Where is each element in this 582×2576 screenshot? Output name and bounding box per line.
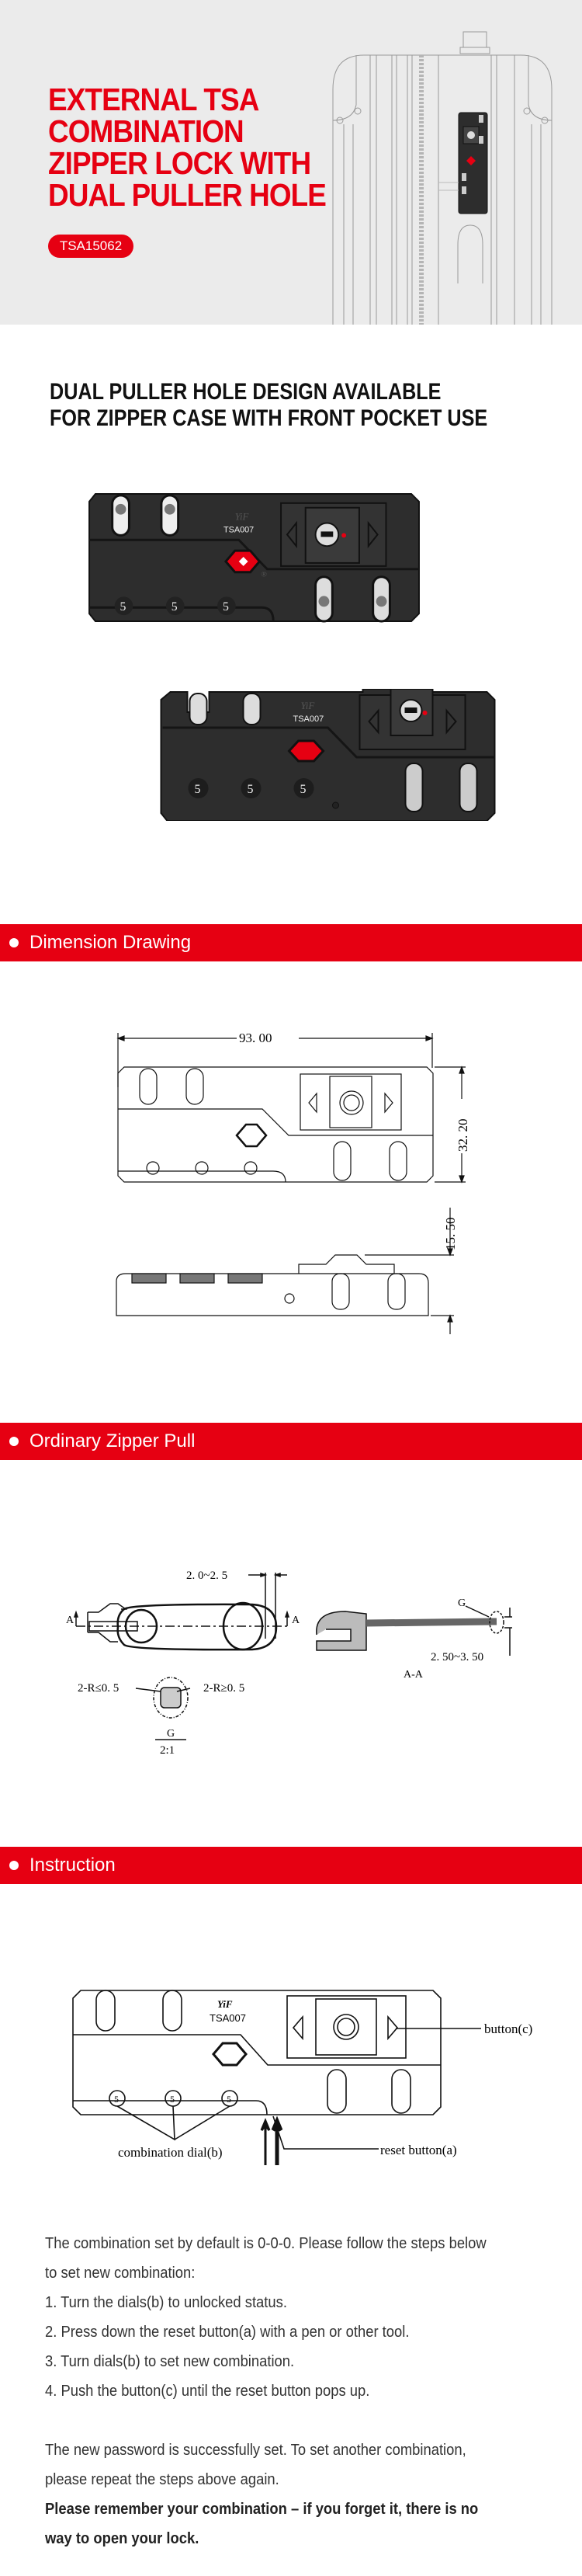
arrow-icon [260, 2118, 271, 2165]
detail-mark: G [458, 1597, 466, 1609]
zipper-pull-drawing: 2. 0~2. 5 A A G 2. 50~3. 50 A-A 2-R≤0. 5… [66, 1570, 512, 1757]
reset-button-label: reset button(a) [380, 2143, 457, 2157]
registered-mark: ® [261, 571, 267, 579]
section-header-zipper: Ordinary Zipper Pull [0, 1423, 582, 1460]
outro-line: The new password is successfully set. To… [45, 2442, 466, 2459]
thickness-label: 2. 50~3. 50 [431, 1651, 483, 1663]
slot-width-label: 2. 0~2. 5 [186, 1570, 227, 1582]
combination-dial-label: combination dial(b) [118, 2145, 223, 2160]
title-line: EXTERNAL TSA [48, 82, 259, 117]
section-title: Ordinary Zipper Pull [29, 1431, 196, 1451]
model-mark: TSA007 [293, 714, 324, 724]
section-title: Dimension Drawing [29, 932, 192, 953]
section-mark-right: A [292, 1615, 300, 1626]
tsa-logo [287, 739, 325, 763]
suitcase-illustration [332, 31, 553, 325]
arrow-icon [271, 2115, 283, 2165]
section-header-dimension: Dimension Drawing [0, 924, 582, 961]
bullet-icon [9, 1437, 19, 1446]
page-title: EXTERNAL TSA COMBINATION ZIPPER LOCK WIT… [48, 82, 327, 213]
dimension-drawing: 93. 00 32. 20 15. 50 [116, 1031, 470, 1334]
puller-slot [372, 575, 391, 623]
combination-dial: 5 [248, 783, 254, 796]
reset-hole [332, 801, 339, 809]
brand-mark: YiF [235, 512, 249, 523]
title-line: COMBINATION [48, 113, 244, 149]
step-item: 3. Turn dials(b) to set new combination. [45, 2353, 295, 2370]
headline-line: FOR ZIPPER CASE WITH FRONT POCKET USE [50, 405, 488, 431]
feature-headline: DUAL PULLER HOLE DESIGN AVAILABLE FOR ZI… [50, 379, 487, 432]
combination-dial: 5 [227, 2094, 231, 2105]
intro-line: The combination set by default is 0-0-0.… [45, 2235, 487, 2252]
product-photo-front: YiF TSA007 ® 5 5 5 [88, 492, 420, 623]
tsa-logo [223, 549, 262, 574]
section-title: Instruction [29, 1855, 116, 1876]
model-mark: TSA007 [223, 525, 254, 534]
section-mark-left: A [66, 1615, 74, 1626]
model-mark: TSA007 [210, 2012, 246, 2024]
warning-line: Please remember your combination – if yo… [45, 2501, 479, 2518]
title-line: DUAL PULLER HOLE [48, 177, 327, 213]
headline-line: DUAL PULLER HOLE DESIGN AVAILABLE [50, 379, 442, 405]
instruction-diagram: YiF TSA007 5 5 5 button(c) reset button(… [72, 1990, 532, 2165]
section-header-instruction: Instruction [0, 1847, 582, 1884]
detail-scale-label: 2:1 [160, 1744, 175, 1757]
intro-line: to set new combination: [45, 2265, 196, 2282]
radius-min-label: 2-R≤0. 5 [78, 1682, 119, 1695]
combination-dial: 5 [300, 783, 307, 796]
bullet-icon [9, 1861, 19, 1870]
step-item: 2. Press down the reset button(a) with a… [45, 2324, 410, 2341]
title-line: ZIPPER LOCK WITH [48, 145, 311, 181]
combination-dial: 5 [171, 600, 178, 614]
product-photo-angled: YiF TSA007 5 5 5 [160, 689, 496, 821]
dimension-thickness: 15. 50 [443, 1218, 458, 1251]
outro-line: please repeat the steps above again. [45, 2471, 279, 2488]
combination-dial: 5 [114, 2094, 119, 2105]
dimension-length: 93. 00 [239, 1031, 272, 1045]
detail-view-label: G [167, 1728, 175, 1740]
bullet-icon [9, 938, 19, 947]
combination-dial: 5 [195, 783, 201, 796]
step-item: 4. Push the button(c) until the reset bu… [45, 2383, 370, 2400]
dimension-height: 32. 20 [456, 1119, 470, 1152]
section-label: A-A [404, 1669, 424, 1681]
brand-mark: YiF [301, 700, 316, 711]
model-badge: TSA15062 [48, 235, 133, 258]
puller-slot [111, 494, 130, 537]
hero-banner: EXTERNAL TSA COMBINATION ZIPPER LOCK WIT… [0, 0, 582, 325]
button-c-label: button(c) [484, 2022, 532, 2036]
mini-lock [438, 112, 488, 214]
button-c [280, 502, 387, 567]
instruction-text: The combination set by default is 0-0-0.… [45, 2229, 487, 2553]
combination-dial: 5 [170, 2094, 175, 2105]
radius-max-label: 2-R≥0. 5 [203, 1682, 244, 1695]
combination-dial: 5 [120, 600, 126, 614]
puller-slot [160, 494, 180, 537]
puller-slot [314, 575, 334, 623]
warning-line: way to open your lock. [45, 2530, 199, 2547]
step-item: 1. Turn the dials(b) to unlocked status. [45, 2294, 287, 2311]
combination-dial: 5 [223, 600, 229, 614]
brand-mark: YiF [217, 1998, 233, 2010]
